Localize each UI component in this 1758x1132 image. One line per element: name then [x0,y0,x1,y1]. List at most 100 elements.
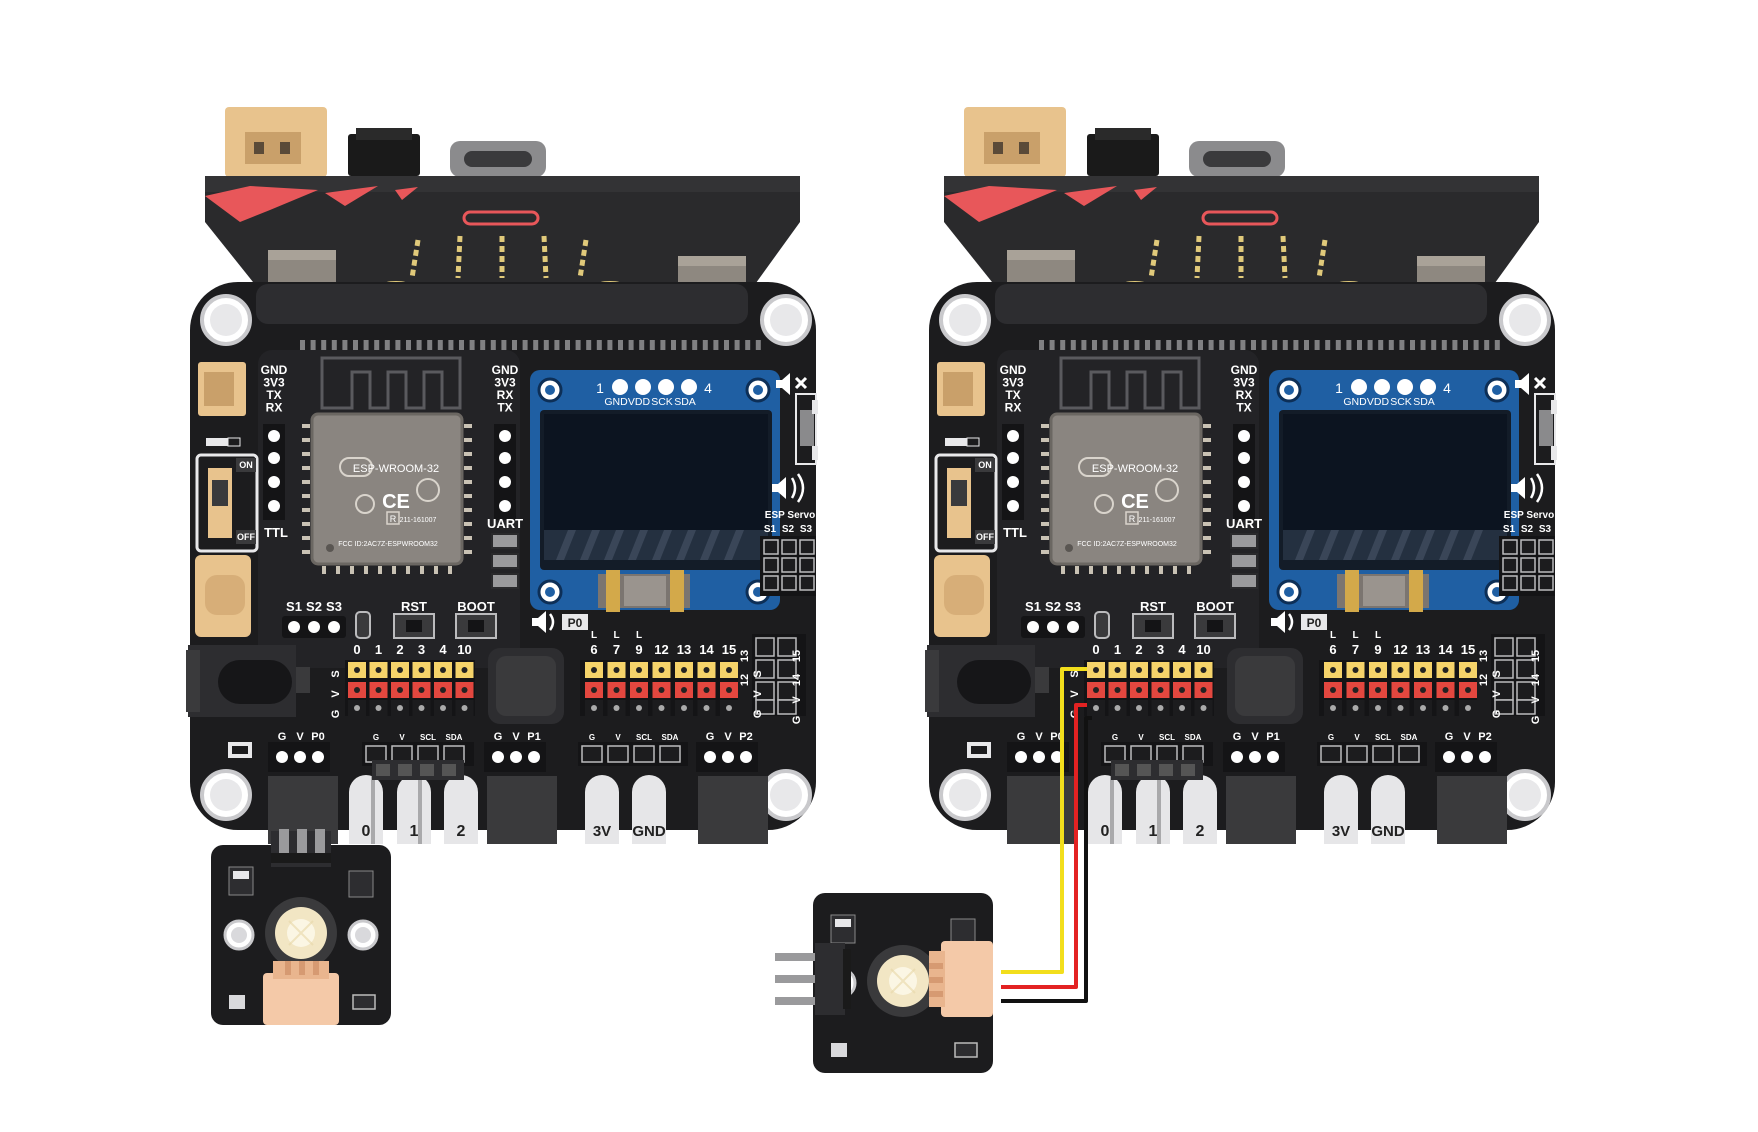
pin-hole [703,667,710,673]
pin-hole [1442,687,1449,693]
pin-number: 7 [1352,642,1359,657]
boot-label: BOOT [457,599,495,614]
edge-pad [1229,340,1235,350]
edge-pad [512,340,517,350]
pin-hole [1179,705,1185,711]
pin-hole [613,687,620,693]
esp-servo-label: ESP Servo [765,510,815,521]
gvp1-label: V [1251,731,1259,743]
edge-pad [1176,340,1182,350]
pin-l-mark: L [613,630,619,641]
side-pin-number: 14 [791,673,803,686]
ttl-label: TTL [264,525,288,540]
edge-pad [1251,340,1256,350]
ttl-label: TTL [1003,525,1027,540]
edge-pad [1113,340,1119,350]
edge-pad [1198,340,1203,350]
uart-pin-label: GND [1231,363,1258,377]
side-pin-vg: V [1530,696,1542,704]
gvp0-label: P0 [311,731,324,743]
oled-pin-num: 1 [596,380,604,396]
edge-pad [406,340,411,350]
edge-pad [459,340,464,350]
pin-l-mark: L [591,630,597,641]
pin-number: 1 [375,642,382,657]
pin-number: 4 [439,642,447,657]
edge-pad [533,340,539,350]
pin-hole [1200,667,1207,673]
pin-number: 10 [1196,642,1210,657]
edge-pad [342,340,348,350]
pin-number: 10 [457,642,471,657]
wire-yellow [1001,667,1087,974]
pin-hole [1136,687,1142,693]
pin-hole [613,667,620,673]
edge-pad [1282,340,1288,350]
esp-servo-label: ESP Servo [1504,510,1554,521]
pin-hole [440,687,446,693]
oled-pin-label: VDD [1367,396,1390,408]
pin-number: 12 [1393,642,1407,657]
i2c-label: SCL [636,733,652,742]
side-pin-vg: G [1530,716,1542,725]
svg-col-label: S [330,670,342,677]
pin-hole [1375,687,1381,693]
edge-pad [1219,340,1225,350]
pin-hole [613,705,620,711]
svg-col-label: G [1491,710,1503,719]
pin-number: 2 [396,642,403,657]
pin-hole [1352,705,1359,711]
oled-pin-label: SDA [674,396,696,408]
uart-label: UART [1226,516,1262,531]
edge-pad-label: 0 [362,823,371,840]
edge-pad [628,340,634,350]
pin-hole [658,687,665,693]
edge-pad [374,340,380,350]
pin-number: 13 [1416,642,1430,657]
pin-hole [1442,667,1449,673]
pin-number: 6 [1329,642,1336,657]
pin-number: 7 [613,642,620,657]
pin-l-mark: L [1375,630,1381,641]
edge-pad [1208,340,1214,350]
svg-col-label: G [330,710,342,719]
pin-hole [681,687,687,693]
edge-pad [734,340,740,350]
pin-number: 13 [677,642,691,657]
edge-pad [543,340,549,350]
gvp1-label: P1 [1266,731,1279,743]
pin-hole [397,705,403,711]
edge-pad [724,340,729,350]
pin-hole [1465,705,1471,711]
board-details-left: GND3V3TXRXTTLGND3V3RXTXUARTESP-WROOM-32C… [237,340,815,840]
servo-pin-label: S1 [1503,524,1516,535]
i2c-label: SDA [1185,733,1202,742]
edge-pad [1123,340,1129,350]
module-code: 211-161007 [1139,517,1176,524]
edge-pad [702,340,708,350]
edge-pad [1304,340,1309,350]
gvp0-label: V [1035,731,1043,743]
side-pin-vg: G [791,716,803,725]
pin-hole [418,687,425,693]
s-button-label: S1 [1025,599,1041,614]
edge-pad-label: 2 [1196,823,1205,840]
i2c-label: V [1138,733,1144,742]
pin-hole [1397,687,1404,693]
oled-pin-label: GND [1343,396,1367,408]
gvp2-label: P2 [739,731,752,743]
pin-hole [440,705,446,711]
ttl-pin-label: GND [1000,363,1027,377]
pin-hole [703,687,710,693]
edge-pad [300,340,305,350]
i2c-label: SDA [446,733,463,742]
pin-hole [1420,687,1426,693]
pin-hole [1157,687,1164,693]
pin-hole [418,705,425,711]
edge-pad [416,340,422,350]
edge-pad-label: GND [1371,823,1405,840]
ttl-pin-label: 3V3 [263,376,285,390]
pin-number: 1 [1114,642,1121,657]
pin-number: 9 [1374,642,1381,657]
wire-harness [1001,667,1092,1003]
